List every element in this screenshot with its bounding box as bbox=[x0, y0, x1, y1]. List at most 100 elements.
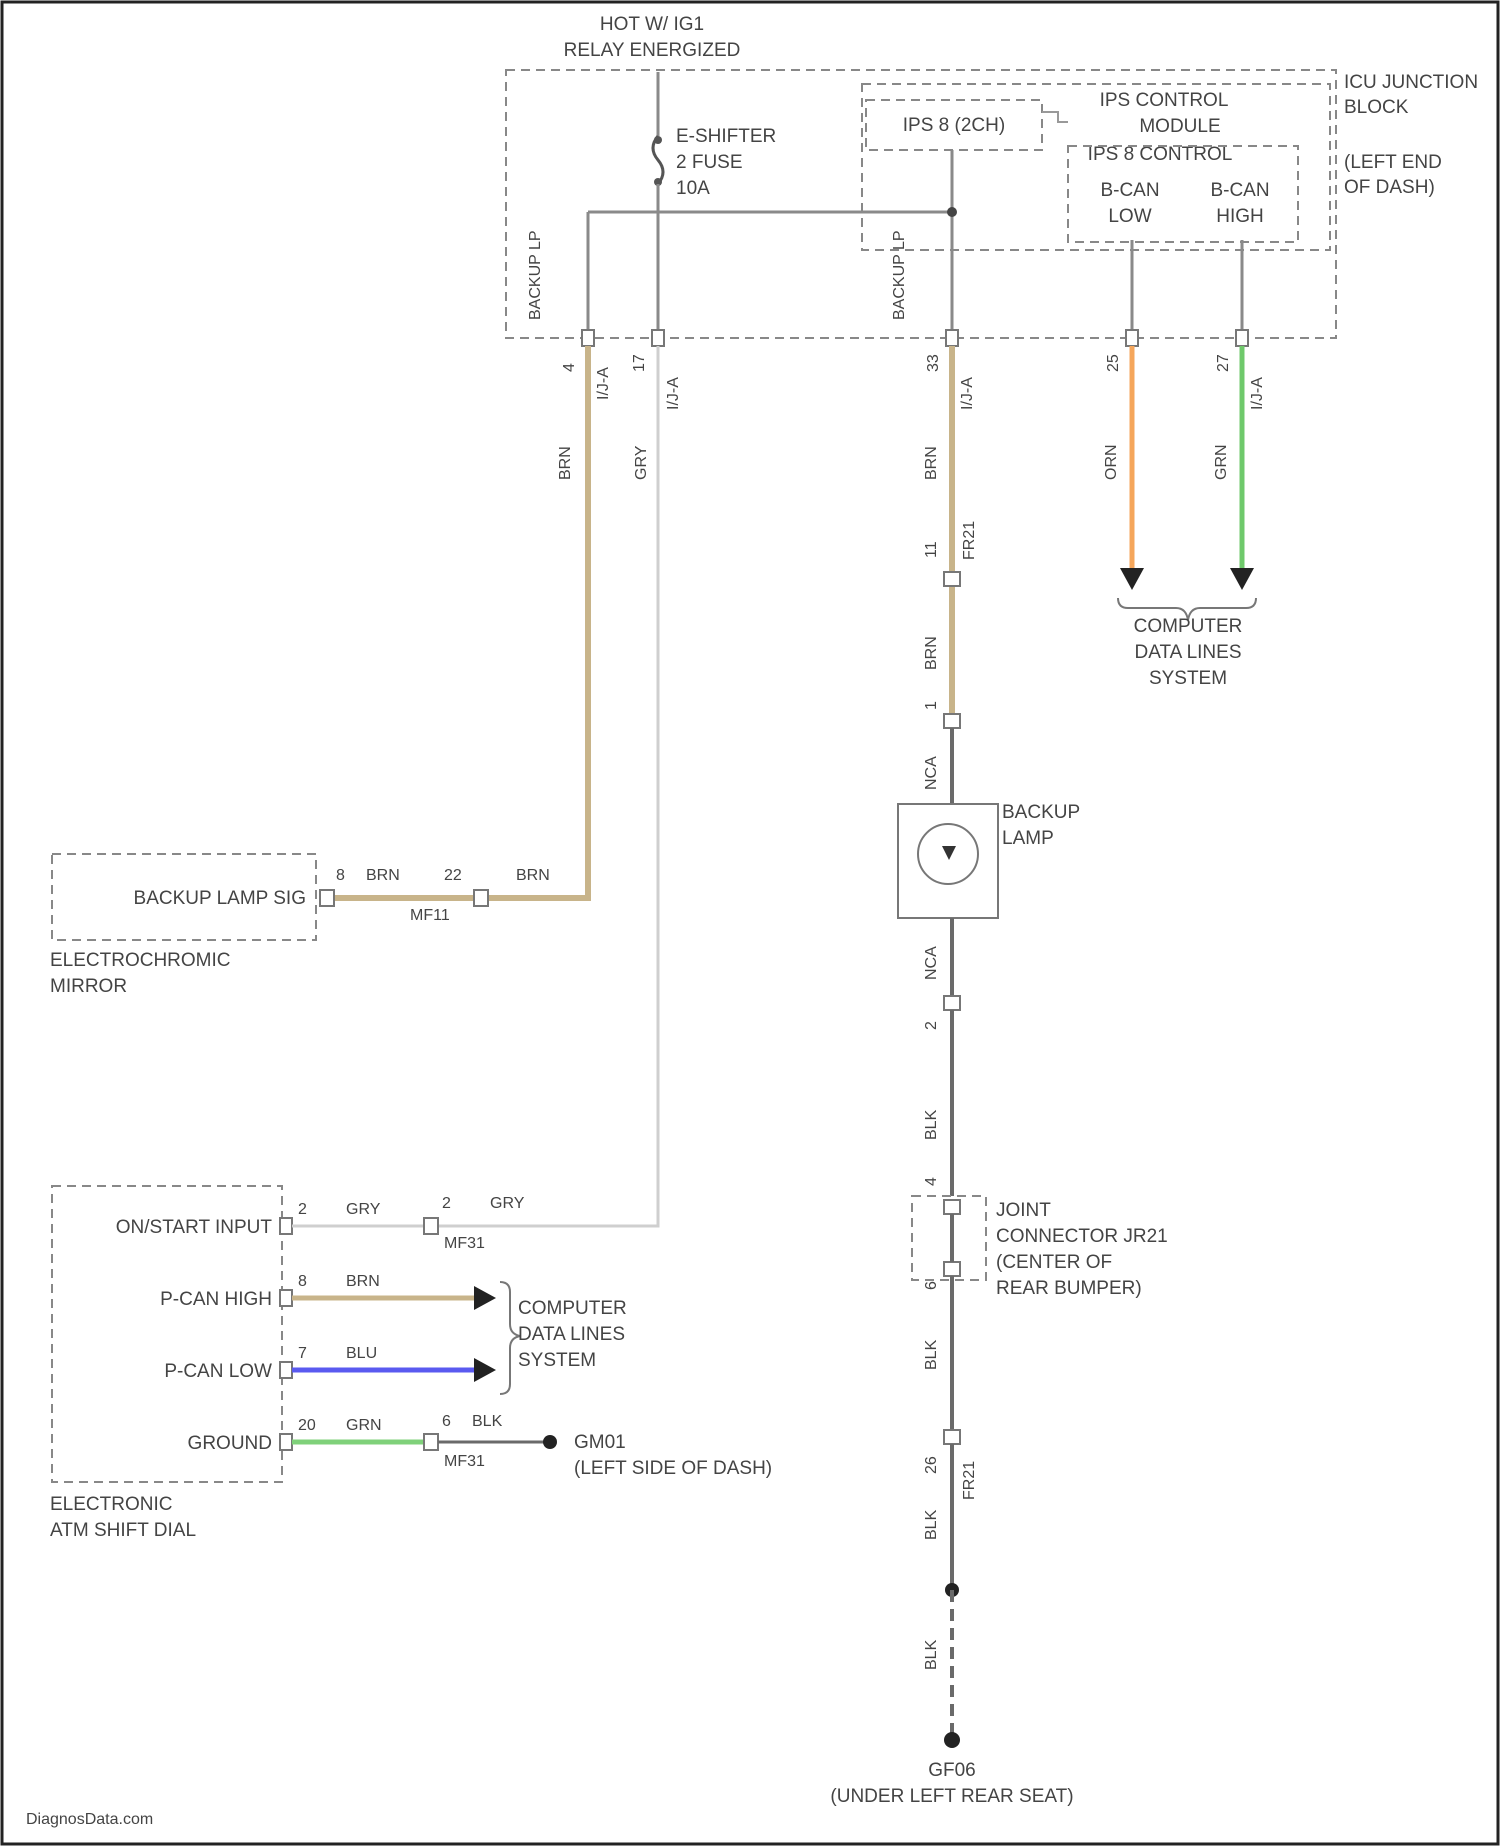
pin-label-11: 11 bbox=[923, 541, 940, 558]
wire-label-gry-top: GRY bbox=[633, 445, 650, 480]
wire-label-blk-4: BLK bbox=[923, 1639, 940, 1670]
junction-block-label-4: OF DASH) bbox=[1344, 177, 1435, 198]
backup-lamp-label-2: LAMP bbox=[1002, 828, 1054, 849]
arrow-bcan-high bbox=[1230, 568, 1254, 590]
fuse-label-2: 2 FUSE bbox=[676, 152, 743, 173]
ground-gf06-dot bbox=[944, 1732, 960, 1748]
junction-block-label-2: BLOCK bbox=[1344, 97, 1409, 118]
mirror-signal-label: BACKUP LAMP SIG bbox=[134, 888, 306, 909]
bus-junction-dot bbox=[947, 207, 957, 217]
mirror-name-1: ELECTROCHROMIC bbox=[50, 950, 231, 971]
cdl-top-label-2: DATA LINES bbox=[1135, 642, 1242, 663]
cdl-bottom-label-3: SYSTEM bbox=[518, 1350, 596, 1371]
mirror-wire-label-2: BRN bbox=[516, 867, 550, 884]
lamp-pin-1 bbox=[944, 714, 960, 728]
wire-label-nca-lower: NCA bbox=[923, 946, 940, 980]
dial-name-1: ELECTRONIC bbox=[50, 1494, 172, 1515]
dial-row-pin-label: 8 bbox=[298, 1273, 307, 1290]
conn-label-2: I/J-A bbox=[665, 377, 682, 410]
dial-row-label: GROUND bbox=[188, 1433, 272, 1454]
dial-inline-pin-top: 2 bbox=[442, 1195, 451, 1212]
dial-row-label: ON/START INPUT bbox=[116, 1217, 273, 1238]
bcan-low-label-2: LOW bbox=[1108, 206, 1151, 227]
ips-control-label: IPS 8 CONTROL bbox=[1088, 144, 1233, 165]
cdl-bottom-label-1: COMPUTER bbox=[518, 1298, 627, 1319]
inline-conn-fr21 bbox=[944, 572, 960, 586]
header-pin-27 bbox=[1236, 330, 1248, 346]
gm01-id: GM01 bbox=[574, 1432, 626, 1453]
bcan-high-label-2: HIGH bbox=[1216, 206, 1264, 227]
gf06-location: (UNDER LEFT REAR SEAT) bbox=[830, 1786, 1073, 1807]
joint-label-1: JOINT bbox=[996, 1200, 1051, 1221]
wire-label-nca-upper: NCA bbox=[923, 756, 940, 790]
bcan-low-label-1: B-CAN bbox=[1100, 180, 1159, 201]
gf06-id: GF06 bbox=[928, 1760, 976, 1781]
junction-block-label-1: ICU JUNCTION bbox=[1344, 72, 1478, 93]
arrow-bcan-low bbox=[1120, 568, 1144, 590]
pin-label-17: 17 bbox=[631, 354, 648, 372]
joint-pin-bottom bbox=[944, 1262, 960, 1276]
fuse-label-1: E-SHIFTER bbox=[676, 126, 776, 147]
wire-label-blk-1: BLK bbox=[923, 1109, 940, 1140]
conn-label-fr21-lower: FR21 bbox=[961, 1461, 978, 1500]
dial-inline-wire-gnd: BLK bbox=[472, 1413, 503, 1430]
pin-label-2-center: 2 bbox=[923, 1021, 940, 1030]
cdl-bottom-label-2: DATA LINES bbox=[518, 1324, 625, 1345]
dial-row-pin bbox=[280, 1218, 292, 1234]
header-pin-33 bbox=[946, 330, 958, 346]
ips-link-line bbox=[1042, 112, 1068, 122]
dial-inline-pin-gnd: 6 bbox=[442, 1413, 451, 1430]
wire-brn-mirror bbox=[330, 346, 588, 898]
backup-lp-label-right: BACKUP LP bbox=[891, 230, 908, 320]
dial-row-pin bbox=[280, 1362, 292, 1378]
ips-module-label-2: MODULE bbox=[1139, 116, 1220, 137]
pin-label-4: 4 bbox=[561, 363, 578, 372]
dial-row-pin bbox=[280, 1290, 292, 1306]
bcan-high-label-1: B-CAN bbox=[1210, 180, 1269, 201]
mirror-pin-label: 8 bbox=[336, 867, 345, 884]
wire-label-brn-center-1: BRN bbox=[923, 446, 940, 480]
mirror-inline-pin-label: 22 bbox=[444, 867, 462, 884]
mirror-wire-label-1: BRN bbox=[366, 867, 400, 884]
dial-inline-conn-top bbox=[424, 1218, 438, 1234]
relay-label: RELAY ENERGIZED bbox=[564, 40, 741, 61]
pin-label-6-center: 6 bbox=[923, 1281, 940, 1290]
wire-label-blk-3: BLK bbox=[923, 1509, 940, 1540]
wire-gry-dial bbox=[290, 346, 658, 1226]
ips-module-label-1: IPS CONTROL bbox=[1100, 90, 1229, 111]
mirror-conn-label: MF11 bbox=[410, 907, 450, 924]
joint-label-4: REAR BUMPER) bbox=[996, 1278, 1142, 1299]
conn-label-fr21: FR21 bbox=[961, 521, 978, 560]
backup-lamp-box bbox=[898, 804, 998, 918]
arrow-pcan-low bbox=[474, 1358, 496, 1382]
fuse-label-3: 10A bbox=[676, 178, 710, 199]
dial-inline-conn-gnd bbox=[424, 1434, 438, 1450]
hot-label: HOT W/ IG1 bbox=[600, 14, 704, 35]
backup-lp-label-left: BACKUP LP bbox=[527, 230, 544, 320]
dial-row-wire-label: BLU bbox=[346, 1345, 377, 1362]
dial-row-wire-label: BRN bbox=[346, 1273, 380, 1290]
dial-inline-conn-top-label: MF31 bbox=[444, 1235, 485, 1252]
wire-label-brn-center-2: BRN bbox=[923, 636, 940, 670]
dial-inline-conn-gnd-label: MF31 bbox=[444, 1453, 485, 1470]
wire-label-brn-left: BRN bbox=[557, 446, 574, 480]
pin-label-27: 27 bbox=[1215, 354, 1232, 372]
pin-label-33: 33 bbox=[925, 354, 942, 372]
dial-row-label: P-CAN HIGH bbox=[160, 1289, 272, 1310]
pin-label-1-center: 1 bbox=[923, 701, 940, 710]
cdl-top-label-3: SYSTEM bbox=[1149, 668, 1227, 689]
pin-label-26: 26 bbox=[923, 1456, 940, 1474]
conn-label-1: I/J-A bbox=[595, 367, 612, 400]
conn-label-4: I/J-A bbox=[1249, 377, 1266, 410]
watermark: DiagnosData.com bbox=[26, 1811, 153, 1828]
wire-label-blk-2: BLK bbox=[923, 1339, 940, 1370]
header-pin-4 bbox=[582, 330, 594, 346]
backup-lamp-label-1: BACKUP bbox=[1002, 802, 1080, 823]
dial-inline-wire-top: GRY bbox=[490, 1195, 525, 1212]
mirror-pin bbox=[320, 890, 334, 906]
wire-label-grn-top: GRN bbox=[1213, 444, 1230, 480]
dial-row-pin-label: 20 bbox=[298, 1417, 316, 1434]
